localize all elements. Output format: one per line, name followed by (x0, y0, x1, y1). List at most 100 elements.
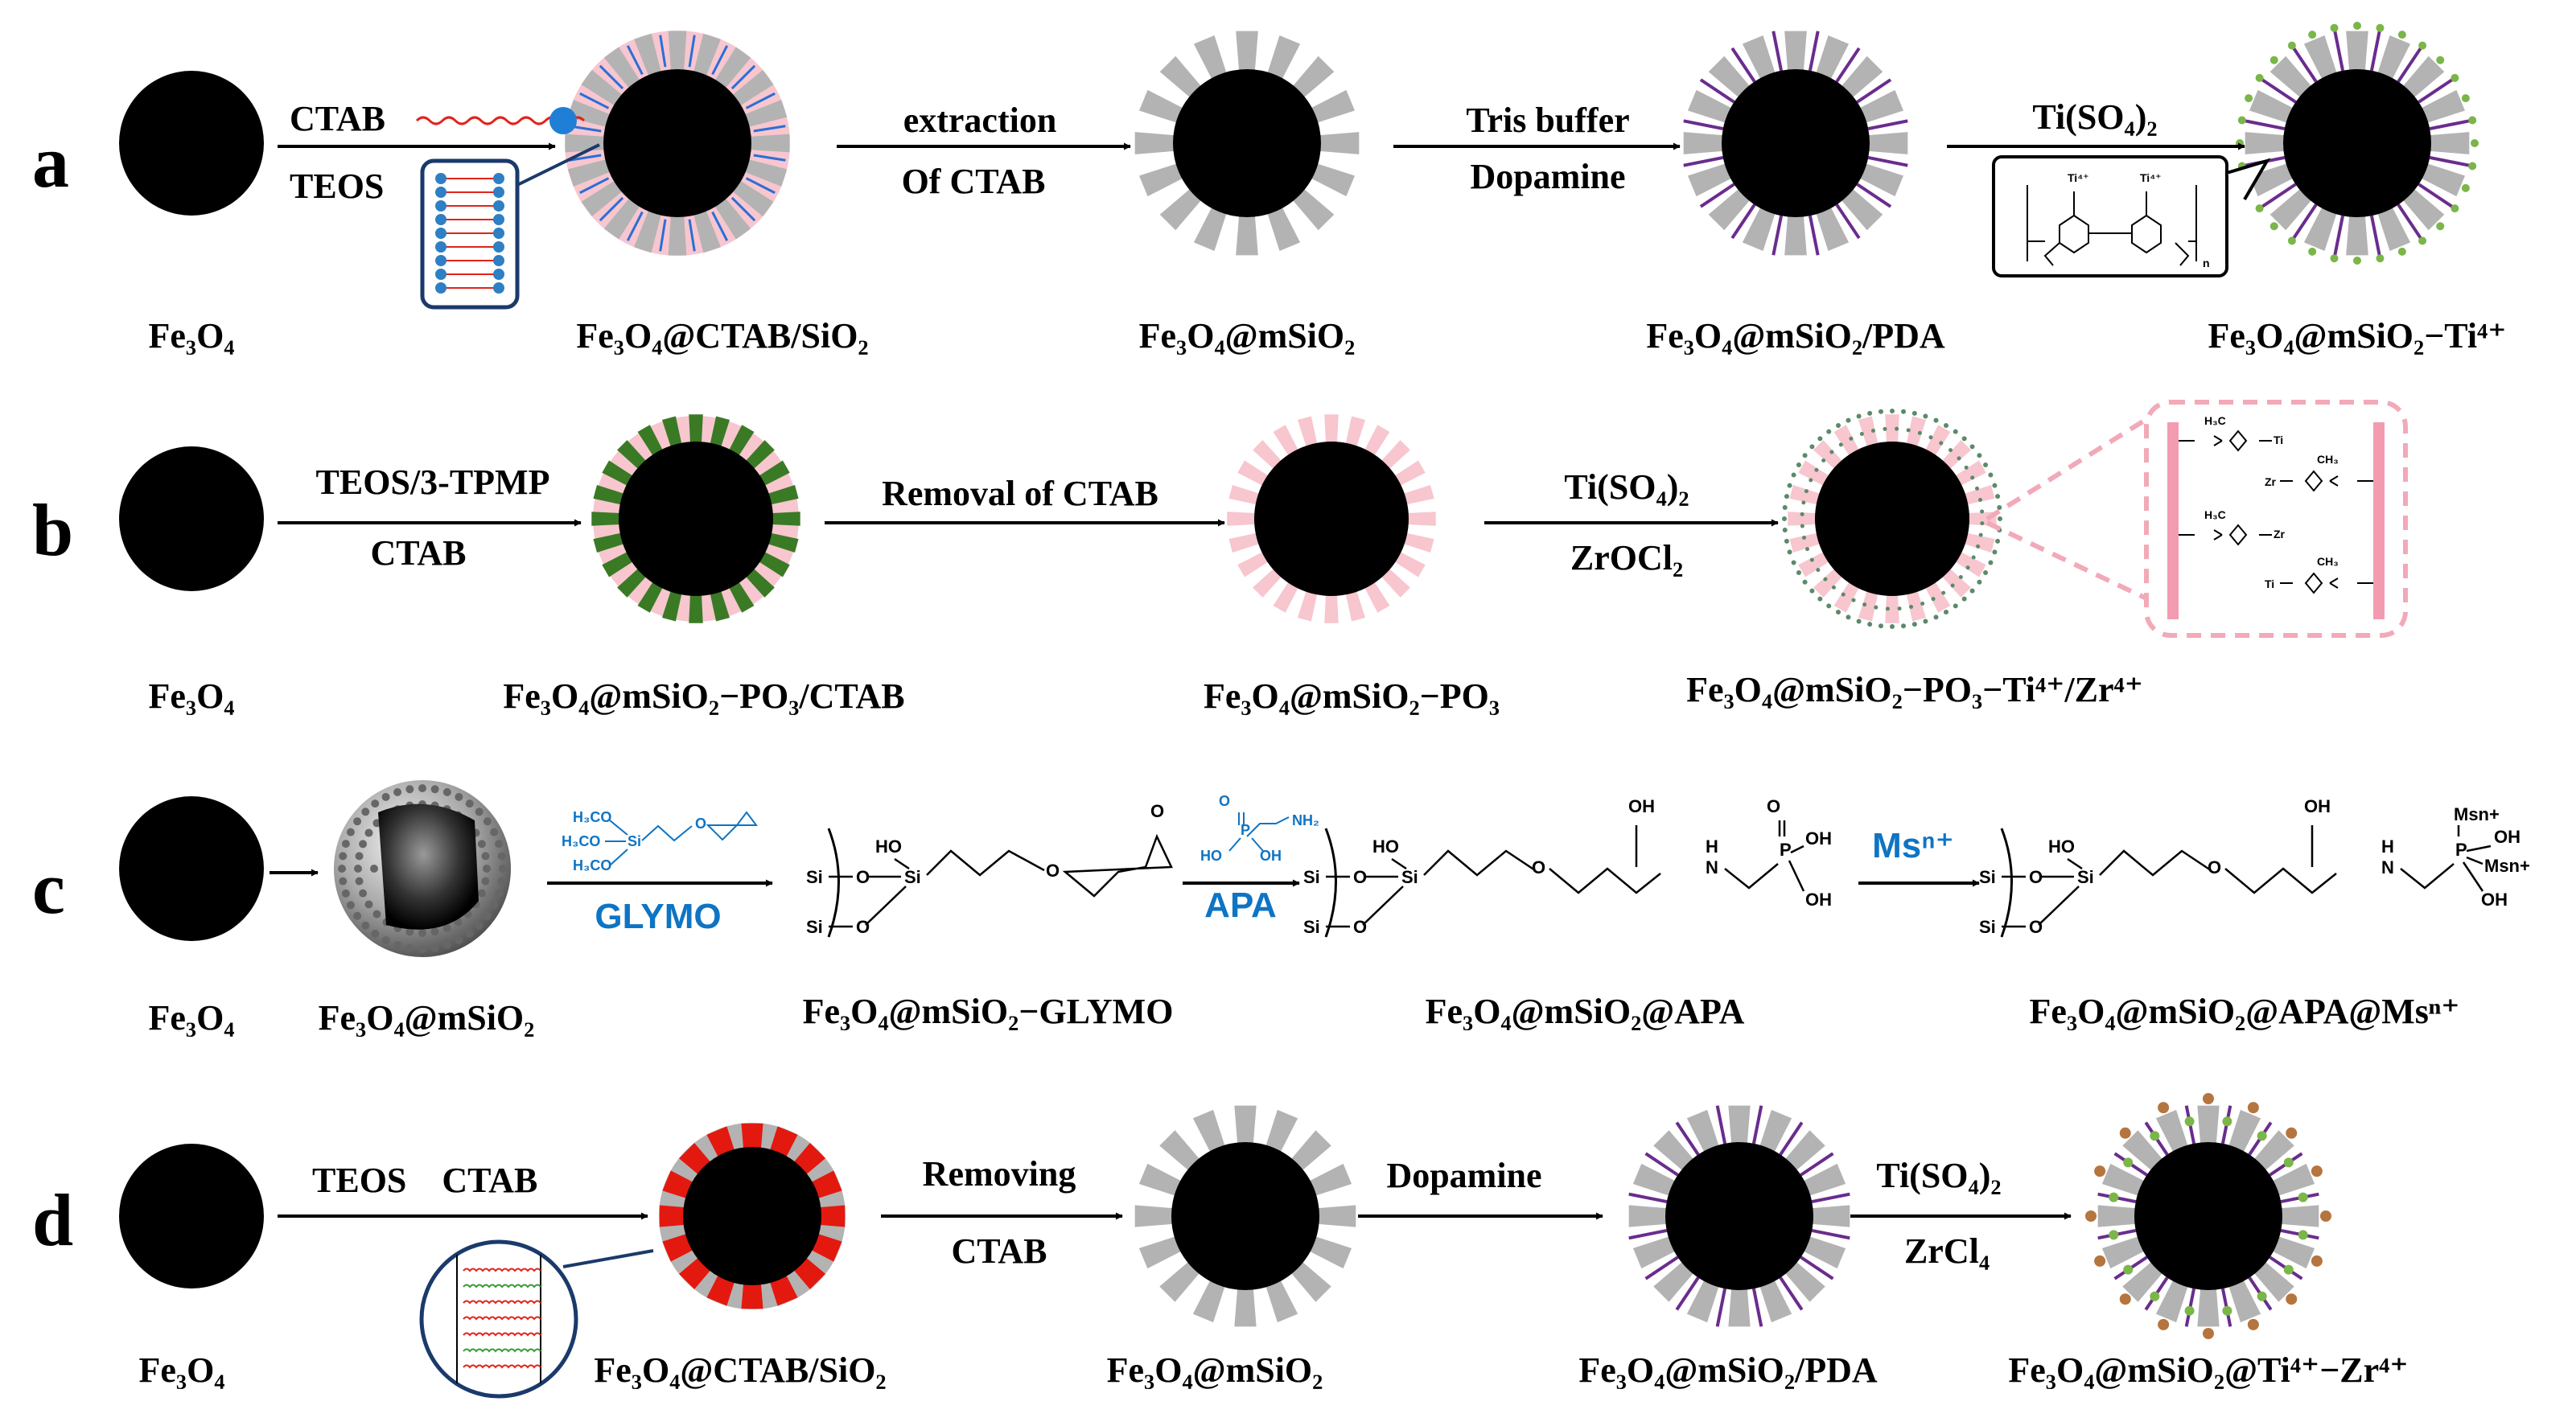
core-circle (683, 1147, 821, 1285)
apa-ho: HO (1200, 848, 1222, 864)
ti-ion-dot (2109, 1192, 2119, 1202)
ctab-block (769, 512, 800, 526)
metal-ion-dot (1890, 409, 1895, 413)
ctab-block (678, 1142, 711, 1175)
metal-ion-dot (1944, 610, 1948, 615)
metal-ion-dot (1890, 624, 1895, 629)
phosphonate-block (1363, 425, 1390, 458)
step-a1-top: CTAB (290, 99, 385, 138)
metal-ion-dot (1817, 436, 1823, 442)
c2-si-1: Si (806, 867, 823, 887)
phosphonate-block (1379, 566, 1410, 598)
silica-block (1159, 187, 1203, 231)
pore-dot (393, 941, 402, 950)
ti-ion-dot (2257, 1291, 2267, 1301)
panel-letter-d: d (32, 1179, 73, 1261)
metal-ion-dot (1859, 432, 1864, 437)
ctab-chain (745, 92, 776, 109)
silica-block (1234, 1286, 1257, 1327)
silica-block (1708, 55, 1751, 99)
metal-ion-dot (1911, 410, 1917, 416)
c4-n: N (2381, 857, 2394, 877)
c3-ho: HO (1372, 836, 1399, 857)
phosphonate-block (1324, 592, 1339, 623)
phosphonate-block (1379, 440, 1410, 471)
glymo-si: Si (628, 833, 641, 849)
silica-block (603, 47, 640, 89)
pore-dot (372, 910, 381, 919)
pda-chain (1856, 183, 1892, 208)
metal-ion-dot (1841, 592, 1846, 597)
ctab-chain (688, 219, 696, 252)
silica-block (565, 134, 606, 153)
metal-ion-dot (1978, 532, 1983, 537)
silica-block (731, 180, 774, 217)
silica-block (581, 180, 623, 217)
metal-ion-dot (1809, 557, 1814, 562)
metal-ion-dot (1911, 622, 1917, 627)
inset-ti-1: Ti (2274, 434, 2283, 446)
pda-chain (1856, 78, 1892, 104)
pore-dot (455, 936, 463, 945)
phosphonate-block (1906, 588, 1927, 622)
metal-ion-dot (1971, 555, 1976, 560)
silica-block (1653, 1130, 1695, 1172)
pore-dot (354, 865, 362, 873)
metal-ion-dot (1909, 604, 1914, 609)
ti-ion-dot (2418, 236, 2427, 245)
metal-ion-dot (1980, 521, 1985, 526)
silica-block (1138, 1235, 1183, 1269)
metal-ion-dot (1862, 602, 1867, 607)
ctab-block (617, 566, 648, 598)
pda-chain (2333, 215, 2345, 256)
phosphonate-block (1237, 460, 1270, 487)
ti-ion-dot (2245, 94, 2253, 103)
phosphonate-block (1885, 414, 1899, 446)
silica-block (693, 33, 721, 77)
core-circle (1665, 1142, 1813, 1290)
metal-ion-dot (1957, 456, 1961, 461)
core-circle (1173, 69, 1321, 217)
label-a3: Fe₃O₄@mSiO₂ (1139, 316, 1356, 356)
step-d2-bottom: CTAB (952, 1231, 1047, 1271)
ctab-block (765, 532, 799, 553)
c2-o-4: O (1150, 801, 1164, 821)
silica-block (668, 31, 687, 72)
pore-dot (371, 799, 380, 808)
metal-ion-dot (1885, 606, 1890, 611)
c4-h: H (2381, 836, 2394, 857)
silica-block (1686, 1109, 1720, 1154)
silica-block (1728, 1105, 1751, 1146)
metal-ion-dot (1816, 568, 1821, 573)
ti-ion-dot (2353, 257, 2361, 265)
pore-dot (405, 943, 414, 952)
metal-ion-dot (1917, 430, 1922, 435)
metal-ion-dot (1883, 426, 1887, 431)
core-circle (119, 1144, 264, 1288)
particle-msio2-pda-d (1628, 1105, 1850, 1327)
c3-o-2: O (1353, 917, 1367, 937)
c3-si-1: Si (1303, 867, 1320, 887)
c4-p: P (2455, 840, 2467, 860)
metal-ion-dot (1805, 547, 1810, 552)
pore-dot (477, 889, 486, 898)
step-b3-bottom: ZrOCl₂ (1570, 538, 1683, 577)
metal-ion-dot (1801, 500, 1806, 505)
metal-ion-dot (1995, 538, 2001, 544)
inset-ch3-2: CH₃ (2317, 453, 2339, 466)
c3-o-4: O (1767, 796, 1780, 816)
silica-block (1266, 35, 1301, 81)
silica-block (743, 100, 788, 127)
glymo-h3co-2: H₃CO (562, 833, 600, 849)
pore-dot (430, 927, 439, 936)
c3-oh-2: OH (1805, 828, 1832, 849)
silica-block (2270, 1163, 2315, 1197)
pore-dot (418, 784, 426, 792)
metal-ion-dot (1944, 422, 1948, 428)
metal-ion-dot (1814, 467, 1819, 472)
pore-dot (418, 945, 426, 953)
pda-chain (2429, 119, 2470, 131)
ti-ion-dot (2255, 204, 2264, 213)
ctab-block (659, 1205, 685, 1227)
silica-block (1192, 1278, 1226, 1323)
